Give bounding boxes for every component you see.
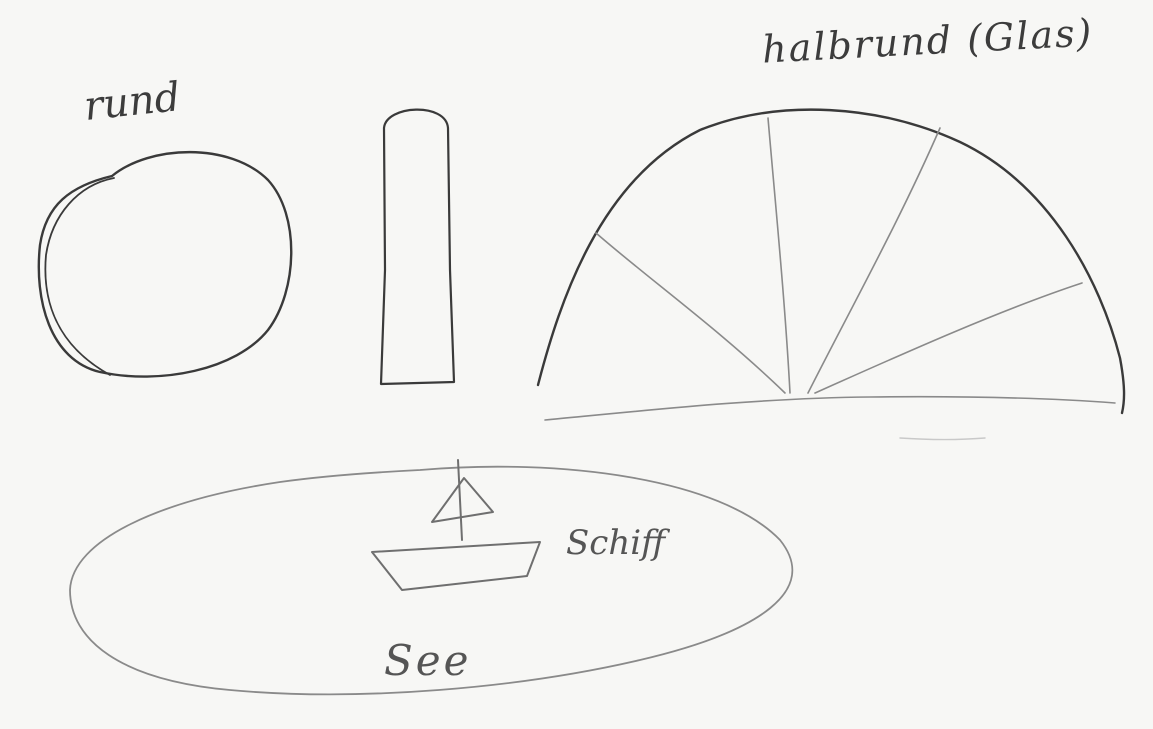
half-round-faint-mark xyxy=(900,438,985,440)
ship-sail xyxy=(432,478,493,522)
half-round-spoke-2 xyxy=(768,118,790,393)
half-round-base-line xyxy=(545,397,1115,420)
half-round-spoke-3 xyxy=(808,128,940,393)
ship xyxy=(372,460,540,590)
ship-hull xyxy=(372,542,540,590)
tall-column-shape xyxy=(381,110,454,384)
label-see: See xyxy=(384,640,471,682)
round-outline xyxy=(39,152,291,376)
half-round-spoke-4 xyxy=(815,283,1082,393)
half-round-arc xyxy=(538,110,1124,413)
ship-mast xyxy=(458,460,462,540)
half-round-spoke-1 xyxy=(596,233,785,393)
label-schiff: Schiff xyxy=(566,526,665,560)
half-round-glass-shape xyxy=(538,110,1124,440)
label-rund: rund xyxy=(82,77,182,127)
column-outline xyxy=(381,110,454,384)
round-shape xyxy=(39,152,291,376)
